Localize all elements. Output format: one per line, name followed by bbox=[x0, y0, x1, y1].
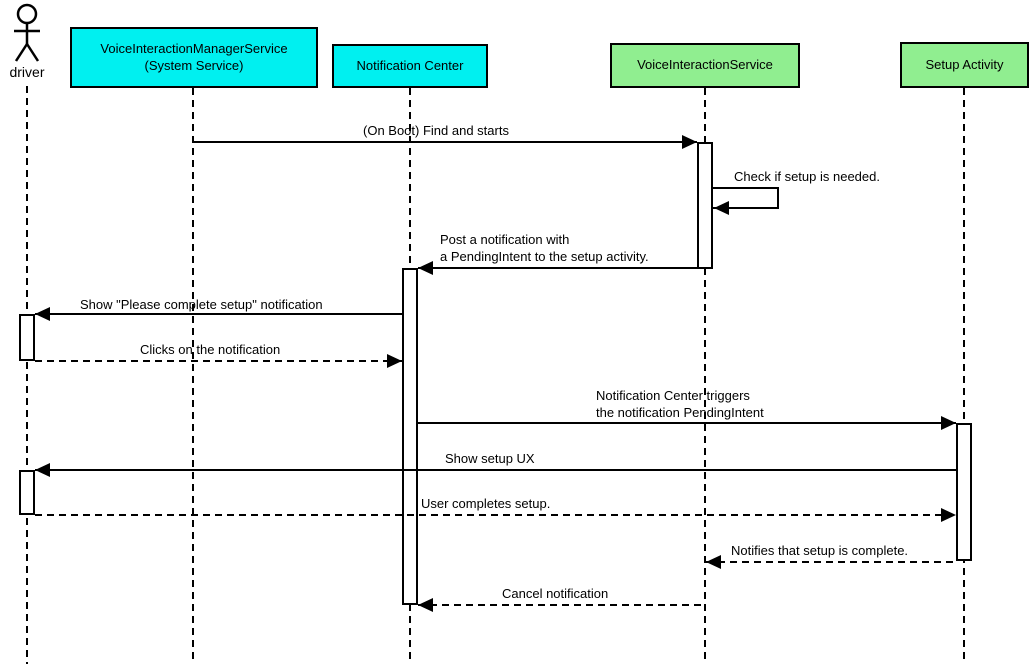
message-line bbox=[35, 469, 956, 471]
message-arrowhead bbox=[418, 261, 433, 275]
message-label: (On Boot) Find and starts bbox=[363, 123, 509, 138]
message-arrowhead bbox=[35, 463, 50, 477]
participant-notification-center: Notification Center bbox=[332, 44, 488, 88]
message-label: Show "Please complete setup" notificatio… bbox=[80, 297, 323, 312]
person-icon bbox=[14, 3, 40, 62]
message-arrowhead bbox=[941, 508, 956, 522]
message-line bbox=[418, 604, 705, 606]
lifeline-voice-interaction-manager-service bbox=[192, 88, 194, 664]
activation-bar-setup-activity bbox=[956, 423, 972, 561]
actor-driver: driver bbox=[0, 0, 54, 86]
activation-bar-driver bbox=[19, 314, 35, 361]
actor-label: driver bbox=[9, 64, 45, 80]
message-label: Check if setup is needed. bbox=[734, 169, 880, 184]
message-label: Post a notification with a PendingIntent… bbox=[440, 232, 649, 264]
message-label: Notification Center triggers the notific… bbox=[596, 388, 764, 420]
message-label: Show setup UX bbox=[445, 451, 535, 466]
message-line bbox=[35, 360, 402, 362]
message-arrowhead bbox=[418, 598, 433, 612]
activation-bar-notification-center bbox=[402, 268, 418, 605]
self-message-line bbox=[713, 187, 779, 189]
participant-voice-interaction-manager-service: VoiceInteractionManagerService (System S… bbox=[70, 27, 318, 88]
message-line bbox=[194, 141, 697, 143]
message-label: Cancel notification bbox=[502, 586, 609, 601]
lifeline-setup-activity bbox=[963, 88, 965, 664]
lifeline-voice-interaction-service bbox=[704, 88, 706, 664]
message-label: Clicks on the notification bbox=[140, 342, 281, 357]
lifeline-driver bbox=[26, 86, 28, 664]
message-arrowhead bbox=[941, 416, 956, 430]
message-line bbox=[706, 561, 956, 563]
message-arrowhead bbox=[35, 307, 50, 321]
message-label: Notifies that setup is complete. bbox=[731, 543, 909, 558]
message-arrowhead bbox=[387, 354, 402, 368]
message-label: User completes setup. bbox=[421, 496, 551, 511]
self-message-line bbox=[777, 187, 779, 208]
message-line bbox=[35, 313, 402, 315]
activation-bar-voice-interaction-service bbox=[697, 142, 713, 269]
participant-setup-activity: Setup Activity bbox=[900, 42, 1029, 88]
message-line bbox=[35, 514, 956, 516]
activation-bar-driver bbox=[19, 470, 35, 515]
participant-voice-interaction-service: VoiceInteractionService bbox=[610, 43, 800, 88]
message-line bbox=[418, 422, 956, 424]
self-message-arrowhead bbox=[714, 201, 729, 215]
message-arrowhead bbox=[682, 135, 697, 149]
message-arrowhead bbox=[706, 555, 721, 569]
message-line bbox=[418, 267, 697, 269]
self-message-line bbox=[713, 207, 779, 209]
